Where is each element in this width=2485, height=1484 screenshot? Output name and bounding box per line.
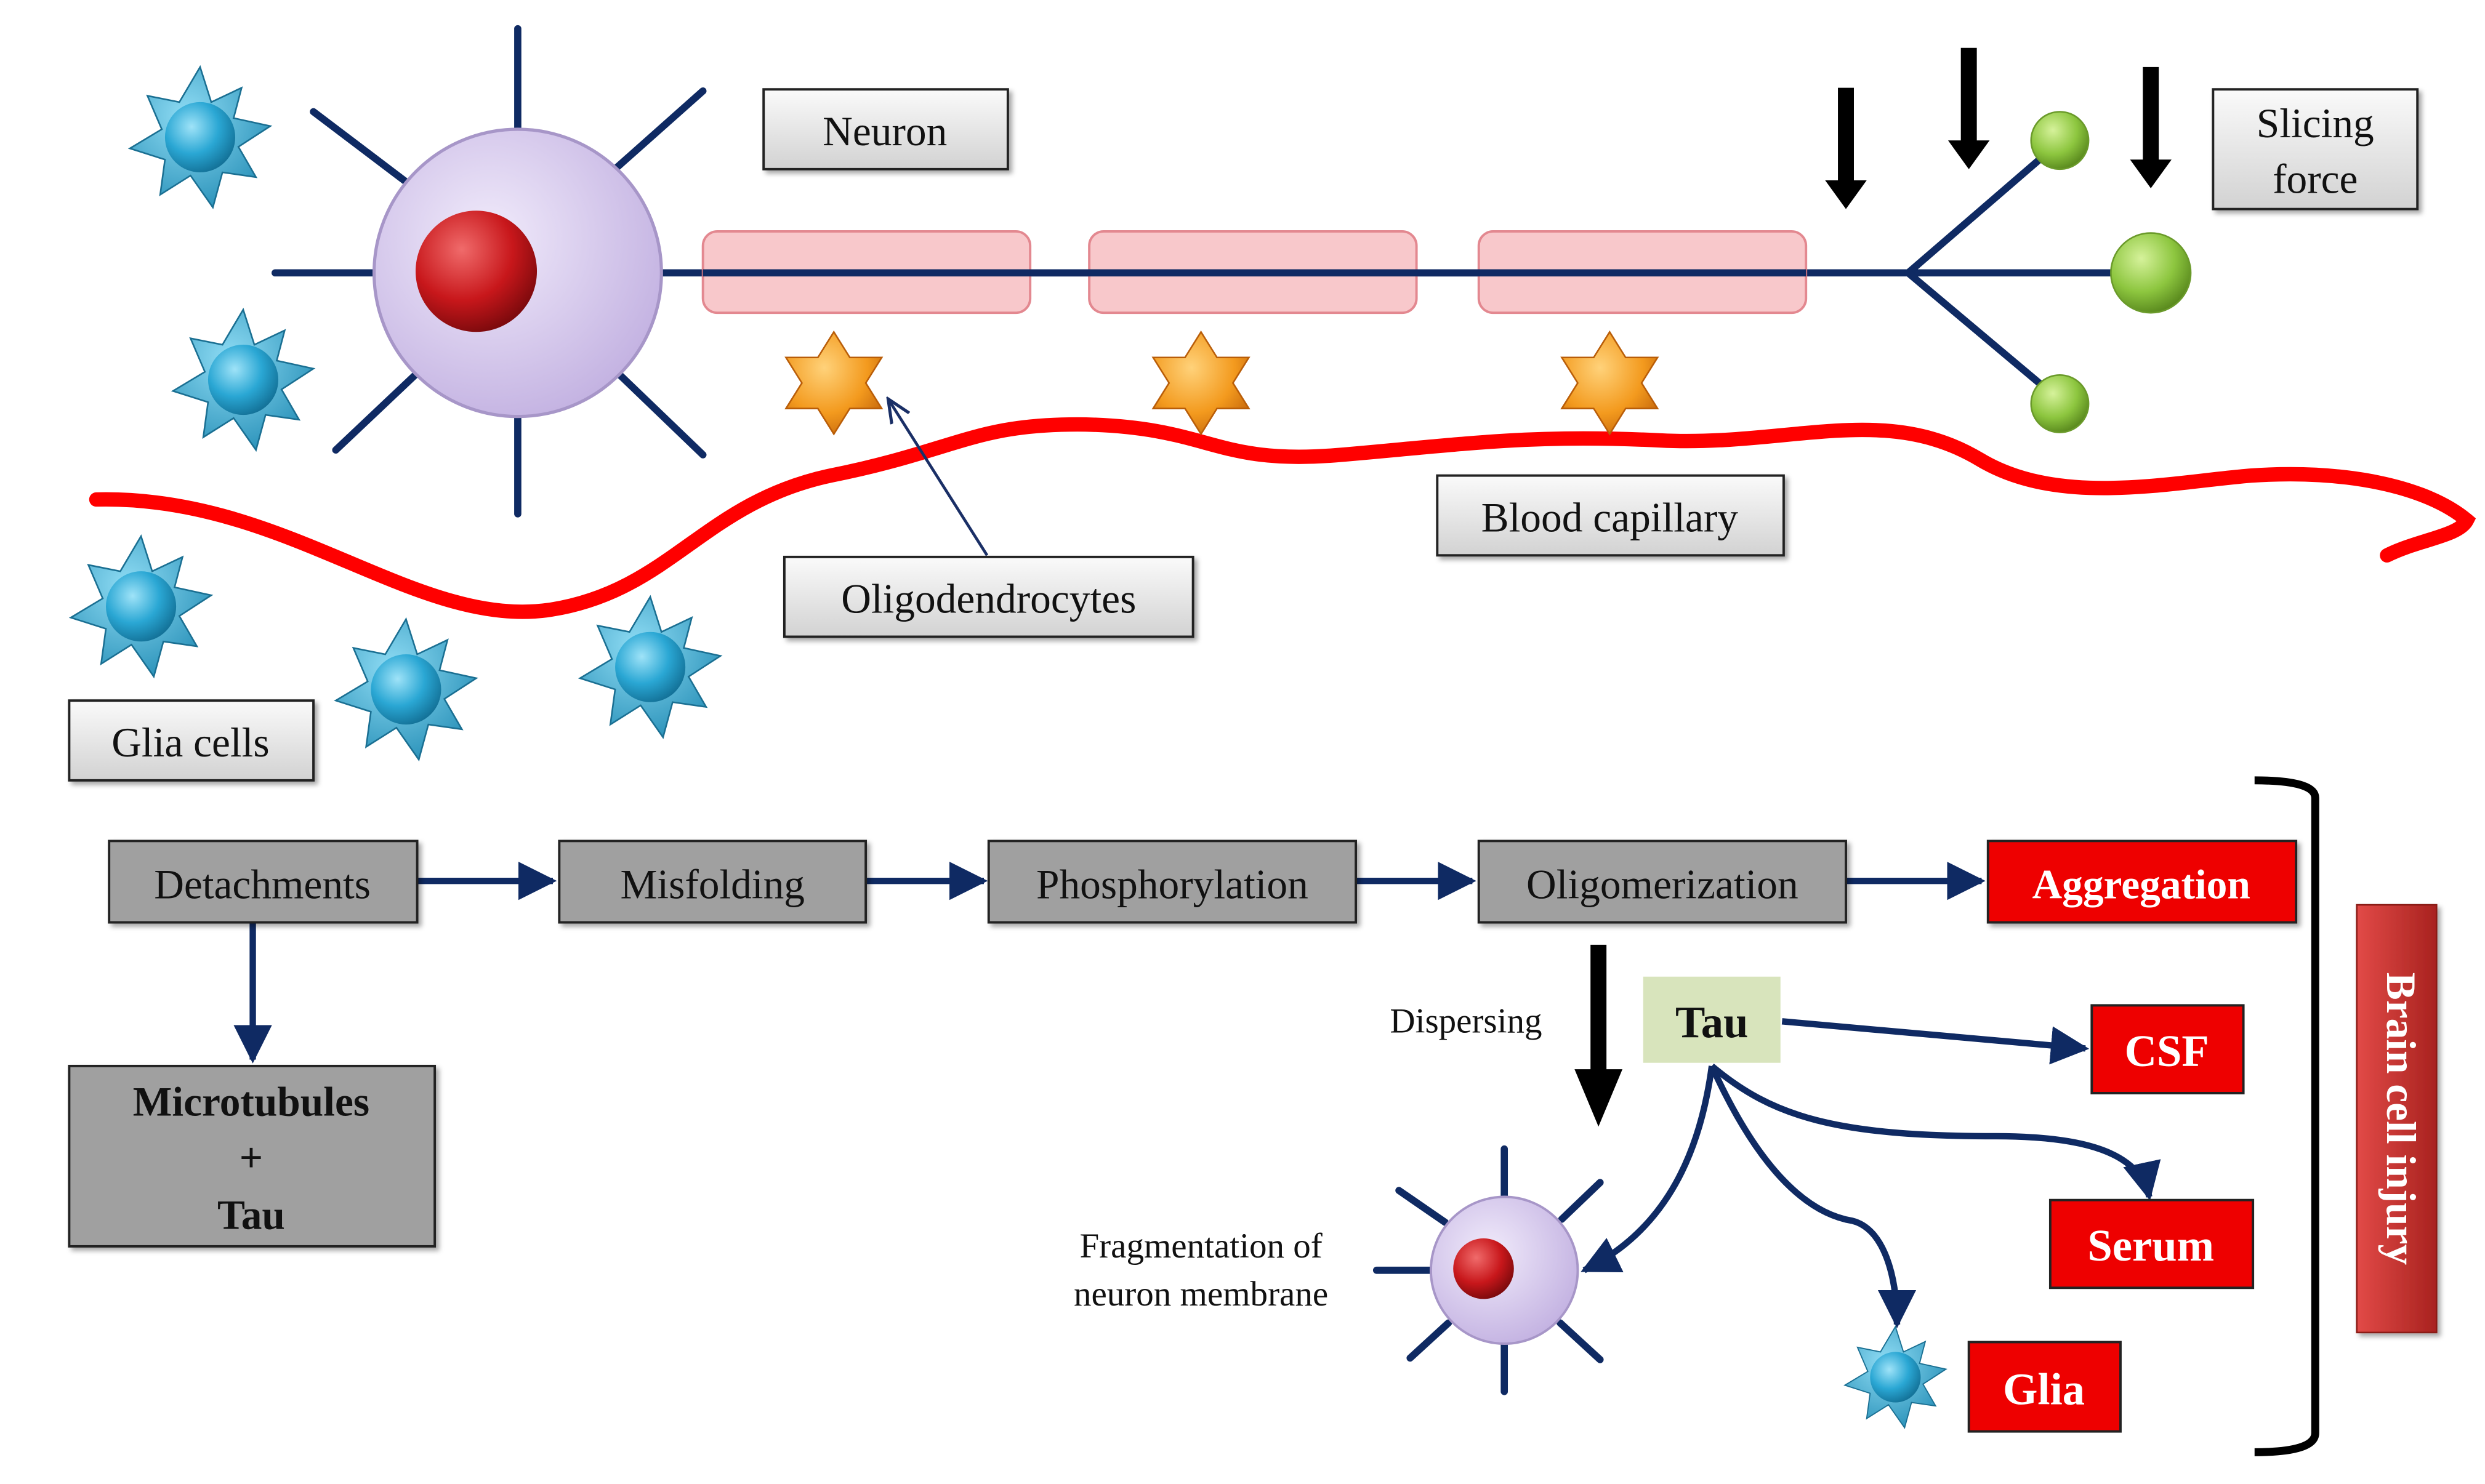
fragmented-neuron [1372,1145,1604,1395]
step-oligomerization-label: Oligomerization [1526,862,1798,908]
myelin-sheaths [701,230,1808,315]
microtubules-label: Microtubules [133,1078,369,1125]
tau-label: Tau [1675,997,1748,1047]
tau-to-serum-arrow [1709,1063,2161,1201]
step-aggregation-label: Aggregation [2032,862,2250,908]
step-oligomerization [1477,840,1847,924]
slicing-force-label-line1: Slicing [2257,100,2374,146]
oligodendrocyte-icon [784,330,884,436]
microtubules-tau-box [68,1064,437,1248]
step-detachments [108,840,419,924]
slicing-force-arrows [1825,47,2172,209]
slicing-force-label-box [2212,88,2419,211]
serum-box [2048,1198,2255,1289]
microtubules-tau: Tau [217,1192,285,1238]
dispersing-label: Dispersing [1390,1001,1542,1040]
step-aggregation [1986,840,2298,924]
oligodendrocytes-label: Oligodendrocytes [841,576,1136,622]
neuron-dendrites [272,25,707,518]
oligodendrocyte-icon [1560,330,1659,436]
step-phosphorylation-label: Phosphorylation [1036,862,1308,908]
oligodendrocyte-icon [1151,330,1251,436]
fragmentation-label-line2: neuron membrane [1074,1275,1328,1314]
neuron-label: Neuron [823,108,947,154]
flow-arrows [233,862,1986,1064]
serum-label: Serum [2087,1221,2214,1270]
down-arrow-icon [2130,66,2172,188]
tau-to-glia-arrow [1709,1064,1917,1329]
csf-box [2090,1004,2245,1094]
blood-capillary-vessel [89,417,2476,619]
tau-to-csf-arrow [1781,1018,2090,1065]
glia-box [1967,1341,2122,1433]
glia-cell-icon [127,65,273,210]
glia-cell-icon [578,595,723,739]
axon-terminal-branches [1904,148,2053,395]
glia-cell-icon [334,617,478,762]
brain-cell-injury-label: Brain cell injury [2378,973,2424,1265]
tau-box [1643,976,1781,1063]
down-arrow-icon [1825,87,1867,209]
injury-bracket [2254,776,2319,1456]
blood-capillary-label-box [1436,474,1785,557]
glia-label: Glia [2003,1365,2085,1414]
tau-dispersal-arrows [1581,1018,2161,1329]
terminal-bouton [2030,374,2090,433]
neuron-label-box [762,88,1009,170]
glia-cell-icon [68,534,214,679]
dispersing-arrow-icon [1574,944,1623,1127]
glia-cell-icon [171,307,316,452]
neuron-nucleus [1453,1238,1514,1299]
down-arrow-icon [1947,47,1990,169]
step-misfolding [558,840,868,924]
fragmentation-label-line1: Fragmentation of [1079,1227,1322,1265]
csf-label: CSF [2125,1026,2209,1076]
terminal-bouton [2110,232,2192,314]
terminal-bouton [2030,111,2090,170]
tau-to-neuron-arrow [1581,1065,1715,1273]
step-phosphorylation [987,840,1358,924]
oligodendrocytes-label-box [783,555,1194,638]
slicing-force-label-line2: force [2273,156,2358,203]
step-detachments-label: Detachments [154,862,371,908]
glia-cells [68,65,723,762]
brain-cell-injury-box [2356,904,2438,1334]
microtubules-plus: + [240,1134,263,1181]
step-misfolding-label: Misfolding [620,862,805,908]
glia-cells-label-box [68,699,315,782]
neuron-nucleus [415,211,538,332]
glia-cell-icon [1843,1325,1947,1429]
oligodendrocytes [784,330,1659,436]
glia-cells-label: Glia cells [111,720,269,766]
oligodendrocyte-pointer [888,399,989,556]
blood-capillary-label: Blood capillary [1481,494,1739,540]
